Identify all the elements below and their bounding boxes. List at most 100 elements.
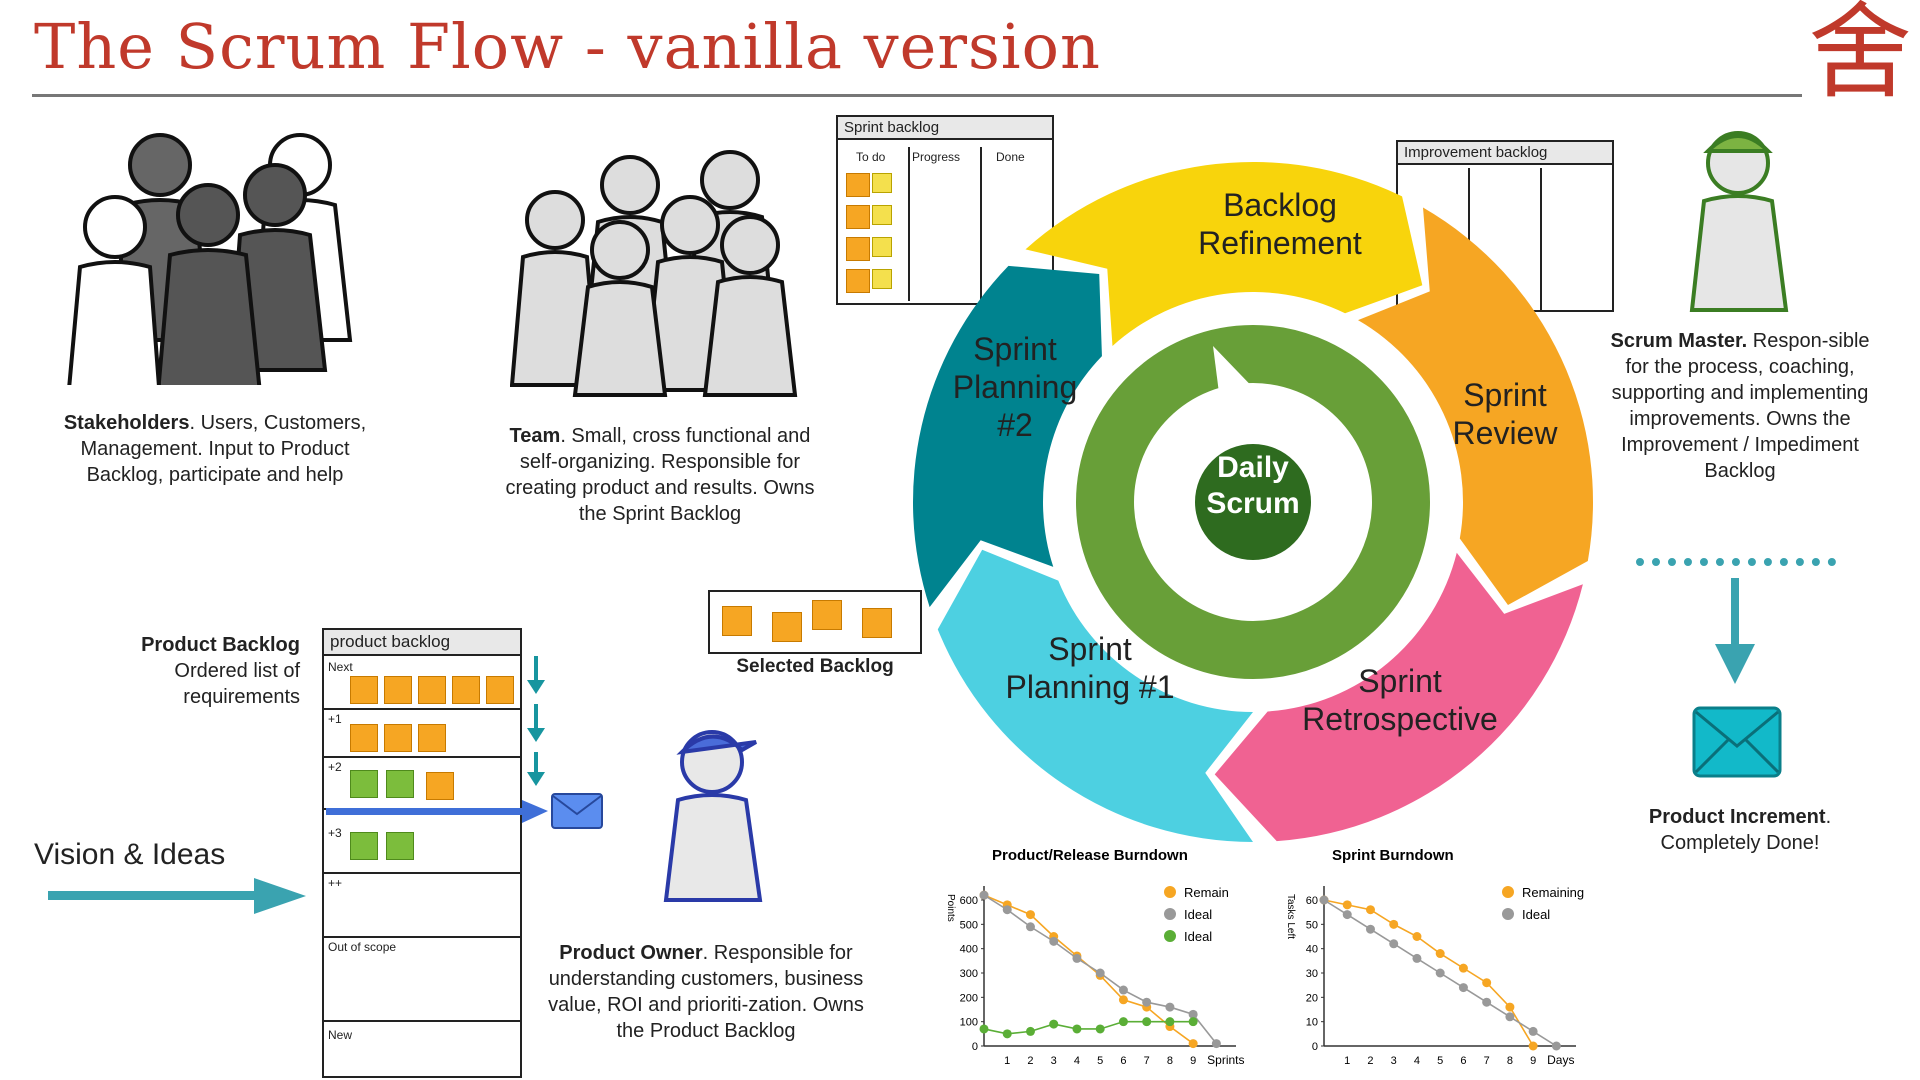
down-arrow-icon (1715, 578, 1755, 684)
y-axis-label: Points (945, 894, 956, 922)
page-title: The Scrum Flow - vanilla version (34, 10, 1101, 83)
x-axis-label: Sprints (1207, 1053, 1244, 1067)
x-tick-label: 5 (1097, 1055, 1103, 1067)
sticky-note (384, 724, 412, 752)
x-tick-label: 9 (1190, 1055, 1196, 1067)
phase-backlog-refinement: Backlog Refinement (1198, 187, 1362, 261)
data-point (1482, 978, 1492, 988)
y-tick-label: 500 (960, 919, 978, 931)
data-point (1025, 922, 1035, 932)
selected-backlog-board (708, 590, 922, 654)
data-point (1528, 1026, 1538, 1036)
data-point (1072, 953, 1082, 963)
sticky-note (772, 612, 802, 642)
product-increment-caption: Product Increment. Completely Done! (1600, 804, 1880, 856)
team-caption: Team. Small, cross functional and self-o… (490, 423, 830, 527)
data-point (1165, 1002, 1175, 1012)
legend-marker (1502, 908, 1514, 920)
backlog-row-plus3: +3 (328, 826, 342, 840)
data-point (1118, 995, 1128, 1005)
scrum-master-illustration (1689, 131, 1789, 312)
legend-label: Ideal (1522, 907, 1550, 922)
daily-scrum-center (1195, 444, 1311, 560)
x-tick-label: 1 (1344, 1055, 1350, 1067)
data-point (1412, 953, 1422, 963)
x-tick-label: 2 (1367, 1055, 1373, 1067)
person-icon (663, 730, 763, 902)
right-arrow-icon (48, 878, 306, 914)
person-icon (156, 183, 262, 385)
sticky-note (452, 676, 480, 704)
product-backlog-caption-title: Product Backlog (141, 634, 300, 656)
stakeholders-illustration (67, 133, 353, 385)
cap-icon (1703, 134, 1773, 153)
y-tick-label: 200 (960, 992, 978, 1004)
envelope-icon (551, 793, 603, 829)
y-tick-label: 0 (1312, 1041, 1318, 1053)
vision-label: Vision & Ideas (34, 838, 226, 871)
data-point (1095, 968, 1105, 978)
y-tick-label: 100 (960, 1017, 978, 1029)
sticky-note (846, 173, 870, 197)
sprint-backlog-column-todo: To do (856, 150, 886, 164)
phase-sprint-planning-2: Sprint Planning #2 (952, 331, 1078, 443)
sticky-note (846, 237, 870, 261)
x-axis-label: Days (1547, 1053, 1574, 1067)
data-point (1002, 905, 1012, 915)
right-arrow-icon (326, 800, 548, 823)
y-tick-label: 30 (1306, 968, 1318, 980)
data-point (1188, 1009, 1198, 1019)
legend-marker (1164, 886, 1176, 898)
data-point (1118, 1017, 1128, 1027)
data-point (1072, 1024, 1082, 1034)
x-tick-label: 3 (1051, 1055, 1057, 1067)
data-point (1142, 1017, 1152, 1027)
data-point (1049, 1019, 1059, 1029)
phase-sprint-retrospective: Sprint Retrospective (1302, 663, 1498, 737)
sticky-note (872, 173, 892, 193)
data-point (1165, 1017, 1175, 1027)
backlog-row-out-of-scope: Out of scope (328, 940, 397, 954)
person-icon (510, 190, 601, 387)
data-point (1551, 1041, 1561, 1051)
x-tick-label: 2 (1027, 1055, 1033, 1067)
y-tick-label: 300 (960, 968, 978, 980)
data-point (1188, 1017, 1198, 1027)
data-point (1025, 1026, 1035, 1036)
sprint-backlog-column-progress: Progress (912, 150, 961, 164)
data-point (1342, 910, 1352, 920)
product-backlog-caption: Product Backlog Ordered list of requirem… (120, 632, 300, 710)
sticky-note (846, 269, 870, 293)
y-tick-label: 50 (1306, 919, 1318, 931)
legend-marker (1164, 908, 1176, 920)
data-point (1049, 936, 1059, 946)
daily-scrum-ring (1076, 325, 1430, 679)
y-tick-label: 40 (1306, 944, 1318, 956)
data-point (1002, 1029, 1012, 1039)
sticky-note (386, 832, 414, 860)
data-point (1365, 905, 1375, 915)
title-divider (32, 94, 1802, 97)
down-arrow-icon (527, 704, 545, 742)
product-increment-label: Product Increment (1648, 806, 1826, 828)
data-point (1342, 900, 1352, 910)
data-point (1118, 985, 1128, 995)
envelope-icon (1692, 706, 1782, 778)
chart-title: Product/Release Burndown (992, 847, 1188, 864)
x-tick-label: 8 (1507, 1055, 1513, 1067)
series-line (983, 1020, 1194, 1035)
product-owner-caption: Product Owner. Responsible for understan… (546, 940, 866, 1044)
data-point (979, 890, 989, 900)
sticky-note (426, 772, 454, 800)
data-point (1211, 1039, 1221, 1049)
legend-marker (1502, 886, 1514, 898)
backlog-refinement-segment (1025, 161, 1423, 346)
x-tick-label: 1 (1004, 1055, 1010, 1067)
scrum-master-description: Respon-sible for the process, coaching, … (1611, 330, 1870, 482)
sticky-note (350, 770, 378, 798)
sprint-planning-2-segment (913, 265, 1102, 608)
down-arrow-icon (527, 656, 545, 694)
sticky-note (350, 832, 378, 860)
sprint-planning-1-segment (937, 549, 1253, 842)
